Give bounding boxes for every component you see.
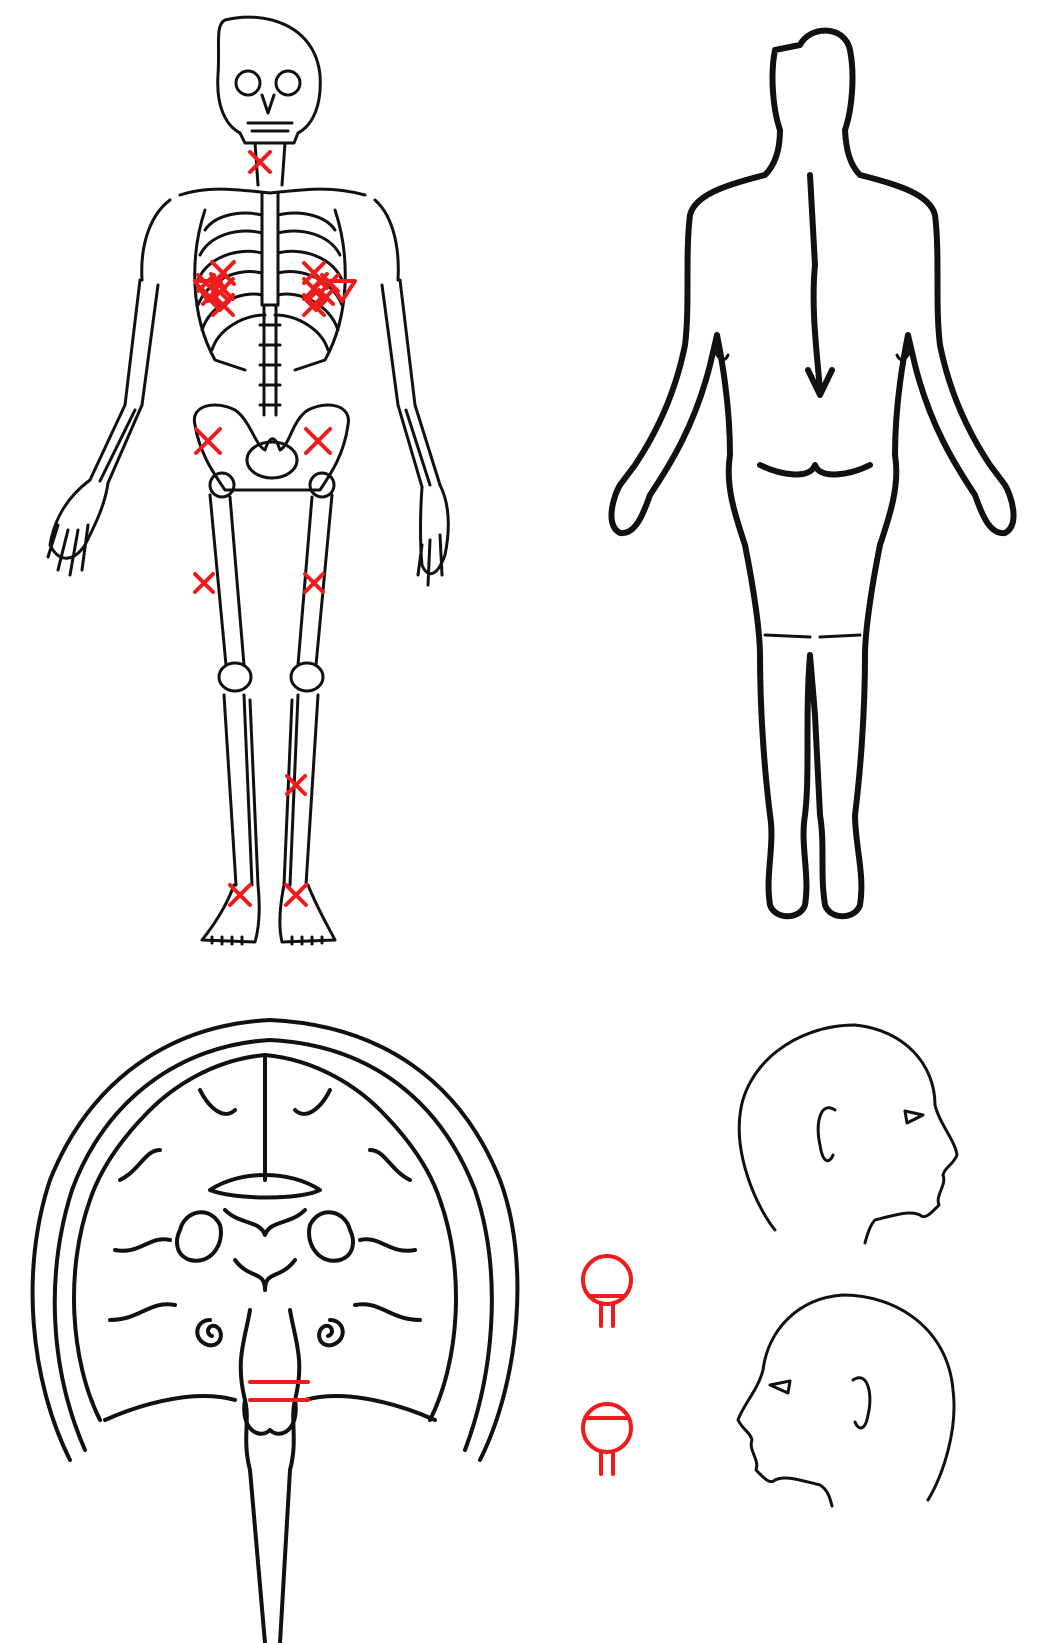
skeleton-front-figure bbox=[30, 5, 450, 950]
head-profile-left-figure bbox=[728, 1280, 968, 1510]
cross-marker bbox=[305, 574, 323, 592]
cross-marker bbox=[313, 274, 327, 288]
circle-stem-symbol-lower bbox=[575, 1398, 645, 1478]
body-back-figure bbox=[610, 15, 1040, 945]
cross-marker bbox=[230, 885, 250, 905]
cross-marker bbox=[250, 152, 270, 172]
circle-stem-symbol-upper bbox=[575, 1250, 645, 1330]
head-profile-right-figure bbox=[735, 1015, 975, 1245]
cross-marker bbox=[195, 574, 213, 592]
cross-marker bbox=[306, 429, 330, 453]
brain-coronal-figure bbox=[10, 1000, 530, 1643]
cross-marker bbox=[286, 885, 306, 905]
